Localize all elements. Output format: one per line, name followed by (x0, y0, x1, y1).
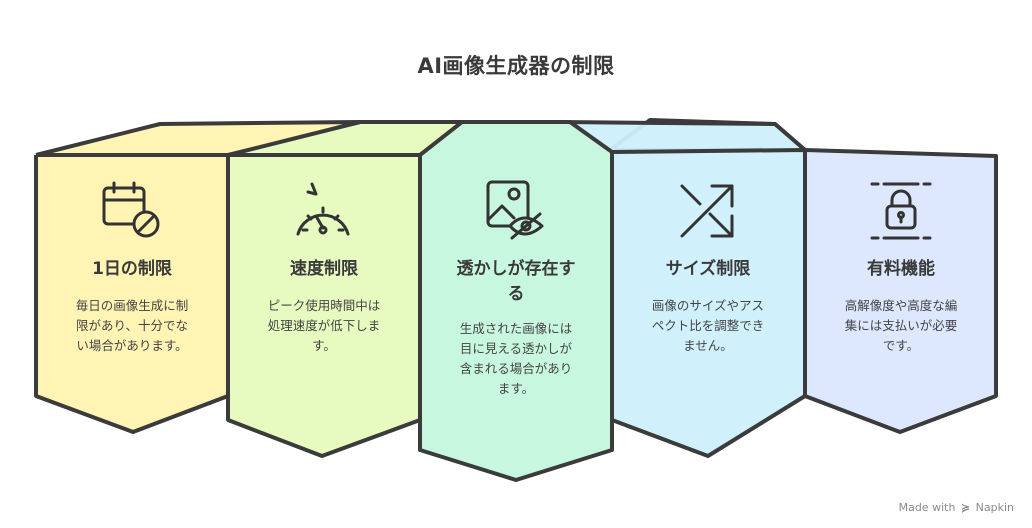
column-2-title: 速度制限 (290, 259, 358, 279)
made-with-label: Made with (898, 501, 956, 514)
image-eye-icon (486, 180, 544, 240)
calendar-blocked-icon (102, 181, 160, 238)
speedometer-icon (296, 182, 350, 236)
desc-line: ません。 (683, 338, 733, 353)
column-1-desc: 毎日の画像生成に制 限があり、十分でな い場合があります。 (47, 296, 217, 356)
desc-line: い場合があります。 (76, 338, 188, 353)
chevron-2 (226, 120, 462, 458)
column-1: 1日の制限 毎日の画像生成に制 限があり、十分でな い場合があります。 (47, 257, 217, 356)
column-3: 透かしが存在す る 生成された画像には 目に見える透かしが 含まれる場合があり … (431, 257, 601, 399)
diagram-title: AI画像生成器の制限 (417, 54, 615, 78)
desc-line: 高解像度や高度な編 (844, 298, 958, 313)
column-3-desc: 生成された画像には 目に見える透かしが 含まれる場合があり ます。 (431, 319, 601, 399)
desc-line: 画像のサイズやアス (651, 298, 765, 313)
column-5-title: 有料機能 (867, 259, 935, 279)
chevron-4 (559, 120, 807, 458)
column-4-title: サイズ制限 (665, 259, 751, 279)
desc-line: す。 (312, 338, 336, 353)
desc-line: 限があり、十分でな (75, 318, 188, 333)
column-5-desc: 高解像度や高度な編 集には支払いが必要 です。 (816, 296, 986, 356)
desc-line: です。 (882, 338, 920, 353)
desc-line: ピーク使用時間中は (267, 298, 381, 313)
column-2-desc: ピーク使用時間中は 処理速度が低下しま す。 (239, 296, 409, 356)
title-line: 透かしが存在す (456, 259, 576, 279)
napkin-logo-icon: ≽ (960, 501, 971, 514)
napkin-credit[interactable]: Made with ≽ Napkin (899, 501, 1014, 514)
desc-line: 処理速度が低下しま (267, 318, 381, 333)
desc-line: ペクト比を調整でき (651, 318, 765, 333)
column-4: サイズ制限 画像のサイズやアス ペクト比を調整でき ません。 (623, 257, 793, 356)
column-5: 有料機能 高解像度や高度な編 集には支払いが必要 です。 (816, 257, 986, 356)
desc-line: 毎日の画像生成に制 (75, 298, 189, 313)
column-2: 速度制限 ピーク使用時間中は 処理速度が低下しま す。 (239, 257, 409, 356)
desc-line: 目に見える透かしが (459, 341, 573, 356)
desc-line: 集には支払いが必要 (844, 318, 958, 333)
shuffle-arrows-icon (680, 184, 734, 238)
brand-label: Napkin (975, 501, 1014, 514)
chevron-3 (418, 120, 614, 482)
column-1-title: 1日の制限 (92, 259, 172, 279)
desc-line: 生成された画像には (459, 321, 573, 336)
desc-line: ます。 (497, 381, 535, 396)
title-line: る (507, 284, 525, 304)
chevron-1 (34, 120, 362, 434)
padlock-icon (870, 182, 932, 240)
column-4-desc: 画像のサイズやアス ペクト比を調整でき ません。 (623, 296, 793, 356)
desc-line: 含まれる場合があり (459, 361, 573, 376)
column-3-title: 透かしが存在す る (431, 257, 601, 307)
